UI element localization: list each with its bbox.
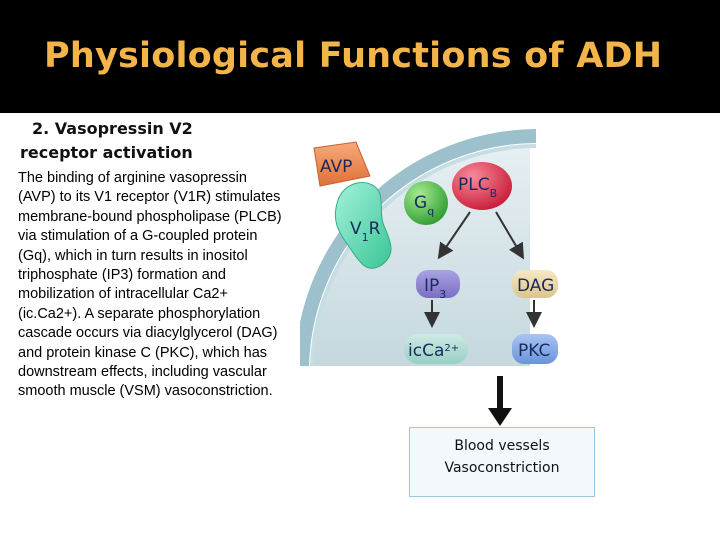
pkc-box xyxy=(512,334,558,364)
v1-receptor-shape xyxy=(334,182,392,269)
arrow-plc-to-dag xyxy=(495,211,525,260)
dag-label: DAG xyxy=(517,276,554,296)
ip3-label: IP3 xyxy=(424,276,446,301)
ip3-box xyxy=(416,270,460,298)
arrow-plc-to-ip3 xyxy=(437,211,471,260)
avp-shape xyxy=(313,141,371,187)
result-box: Blood vessels Vasoconstriction xyxy=(409,427,595,497)
plc-label: PLCB xyxy=(458,175,497,200)
gq-label: Gq xyxy=(414,193,434,218)
subheading: 2. Vasopressin V2 receptor activation xyxy=(20,119,193,162)
output-arrow-head xyxy=(488,408,512,426)
body-paragraph: The binding of arginine vasopressin (AVP… xyxy=(18,170,282,400)
output-arrow-shaft xyxy=(497,376,503,414)
dag-box xyxy=(512,270,558,298)
plc-sphere xyxy=(452,162,512,210)
title-bar: Physiological Functions of ADH xyxy=(0,0,720,113)
gq-sphere xyxy=(404,181,448,225)
calcium-label: icCa2+ xyxy=(408,341,459,361)
slide-title: Physiological Functions of ADH xyxy=(44,36,663,76)
pkc-label: PKC xyxy=(518,341,550,361)
result-line-1: Blood vessels xyxy=(454,438,550,454)
result-line-2: Vasoconstriction xyxy=(444,460,560,476)
signaling-diagram: V1R AVP Gq PLCB IP3 DAG icCa2+ PKC xyxy=(300,129,558,426)
v1-receptor-label: V1R xyxy=(350,219,381,244)
avp-label: AVP xyxy=(320,157,352,177)
calcium-box xyxy=(404,334,468,364)
